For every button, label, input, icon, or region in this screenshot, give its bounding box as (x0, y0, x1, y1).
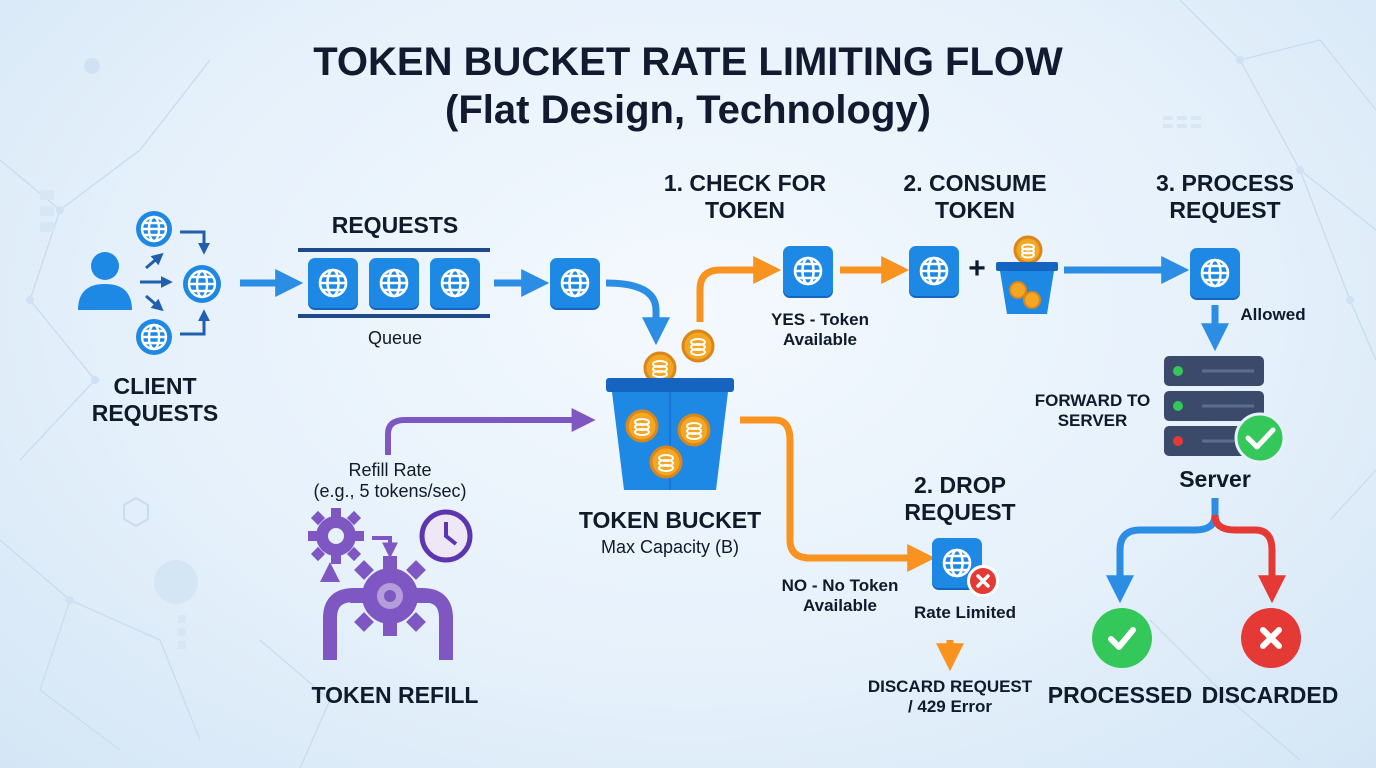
discard-line-2: / 429 Error (907, 697, 993, 716)
server-icon (1164, 356, 1286, 464)
client-label-line-2: REQUESTS (91, 400, 219, 426)
process-heading-line-1: 3. PROCESS (1155, 170, 1295, 196)
clock-icon (419, 509, 473, 563)
coin-icon (625, 409, 659, 443)
client-small-arrows (140, 230, 210, 336)
forward-line-2: SERVER (1057, 411, 1128, 430)
coin-icon (681, 329, 715, 363)
cross-icon (967, 565, 999, 597)
queue-bottom-rail (298, 314, 490, 318)
check-yes-line-1: YES - Token (771, 310, 869, 329)
globe-icon (942, 548, 972, 578)
allowed-label: Allowed (1240, 305, 1306, 324)
globe-icon (440, 268, 470, 298)
plus-sign: + (968, 252, 986, 285)
refill-rate-line-2: (e.g., 5 tokens/sec) (313, 481, 467, 501)
drop-heading-line-1: 2. DROP (913, 472, 1007, 498)
queue-heading: REQUESTS (331, 212, 459, 238)
refill-to-bucket-arrow (385, 408, 596, 455)
server-to-processed-arrow (1106, 498, 1219, 604)
refill-label: TOKEN REFILL (311, 682, 479, 708)
coin-icon (1013, 235, 1043, 265)
queue-request-box (308, 258, 358, 308)
consume-heading-line-1: 2. CONSUME (903, 170, 1047, 196)
queue-label: Queue (367, 328, 423, 348)
bucket-icon (606, 329, 734, 490)
check-icon (1092, 608, 1152, 668)
globe-icon (560, 268, 590, 298)
gear-to-gear-arrow (372, 536, 398, 559)
globe-icon (318, 268, 348, 298)
incoming-request-box (550, 258, 600, 308)
refill-rate-line-1: Refill Rate (348, 460, 432, 480)
drop-no-line-2: Available (802, 596, 878, 615)
check-request-box (783, 246, 833, 296)
check-icon (1234, 412, 1286, 464)
forward-line-1: FORWARD TO (1034, 391, 1151, 410)
queue-top-rail (298, 248, 490, 252)
check-heading-line-2: TOKEN (704, 197, 786, 223)
client-label-line-1: CLIENT (113, 373, 197, 399)
process-request-box (1190, 248, 1240, 298)
cross-icon (1241, 608, 1301, 668)
bucket-icon (996, 235, 1058, 314)
check-heading-line-1: 1. CHECK FOR (663, 170, 827, 196)
drop-no-line-1: NO - No Token (781, 576, 899, 595)
consume-request-box (909, 246, 959, 296)
coin-icon (643, 351, 677, 385)
queue-request-box (369, 258, 419, 308)
gear-icon (308, 508, 364, 564)
user-icon (78, 252, 132, 310)
bucket-capacity: Max Capacity (B) (600, 537, 740, 557)
globe-icon (919, 256, 949, 286)
discard-line-1: DISCARD REQUEST (867, 677, 1033, 696)
globe-icon (180, 262, 224, 306)
queue-request-box (430, 258, 480, 308)
refill-mechanism (308, 508, 473, 660)
globe-icon (133, 208, 175, 250)
rate-limited-label: Rate Limited (913, 603, 1017, 622)
title-line-1: TOKEN BUCKET RATE LIMITING FLOW (313, 40, 1063, 84)
request-to-bucket-arrow (605, 279, 670, 346)
globe-icon (1200, 258, 1230, 288)
server-to-discarded-arrow (1211, 514, 1286, 604)
globe-icon (793, 256, 823, 286)
server-label: Server (1179, 466, 1251, 492)
title-line-2: (Flat Design, Technology) (445, 88, 931, 132)
globe-icon (379, 268, 409, 298)
consume-heading-line-2: TOKEN (934, 197, 1016, 223)
globe-icon (133, 316, 175, 358)
processed-label: PROCESSED (1047, 682, 1193, 708)
coin-icon (649, 445, 683, 479)
discarded-label: DISCARDED (1201, 682, 1339, 708)
process-heading-line-2: REQUEST (1169, 197, 1281, 223)
bucket-label: TOKEN BUCKET (578, 507, 762, 533)
drop-heading-line-2: REQUEST (904, 499, 1016, 525)
check-yes-line-2: Available (782, 330, 858, 349)
gear-icon (350, 556, 430, 636)
bucket-to-check-arrow (696, 256, 782, 322)
coin-icon (677, 413, 711, 447)
bucket-to-drop-arrow (740, 416, 936, 572)
